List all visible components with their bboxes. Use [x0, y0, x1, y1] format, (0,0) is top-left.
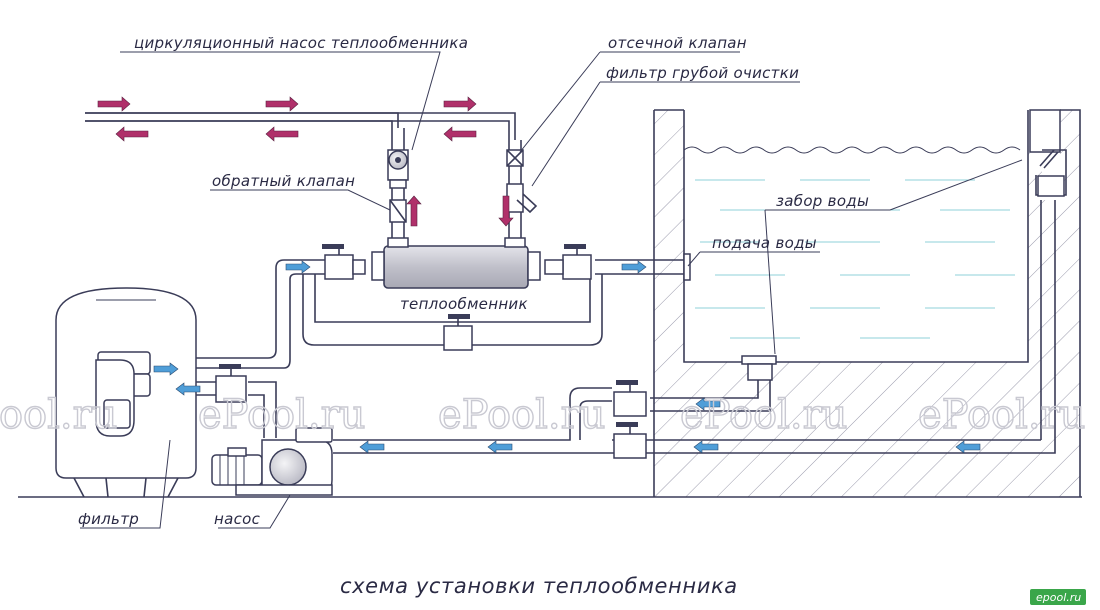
watermark-3: ePool.ru	[438, 392, 606, 438]
pool-wall-hatch	[654, 110, 1080, 497]
label-pump: насос	[214, 510, 261, 528]
diagram-caption: схема установки теплообменника	[340, 574, 738, 598]
arrow-cold-8	[693, 440, 719, 454]
arrow-cold-1	[285, 260, 311, 274]
arrow-down-valve	[498, 195, 514, 227]
valve-left	[322, 244, 366, 280]
check-valve	[389, 199, 407, 223]
pool-outline	[18, 109, 1082, 498]
pool-valve-top	[613, 380, 647, 417]
circulation-pump	[387, 149, 409, 189]
watermark-4: ePool.ru	[680, 392, 848, 438]
label-water-intake: забор воды	[776, 192, 869, 210]
sand-filter	[55, 287, 197, 498]
label-water-supply: подача воды	[712, 234, 817, 252]
cold-flow-arrows	[153, 260, 981, 454]
label-shutoff-valve: отсечной клапан	[608, 34, 747, 52]
bottom-drain	[741, 355, 777, 381]
brand-badge: epool.ru	[1030, 589, 1086, 605]
watermark-5: ePool.ru	[918, 392, 1086, 438]
arrow-return-1	[115, 126, 149, 142]
label-check-valve: обратный клапан	[212, 172, 355, 190]
label-circulation-pump: циркуляционный насос теплообменника	[134, 34, 468, 52]
arrow-up-pump	[406, 195, 422, 227]
arrow-cold-6	[487, 440, 513, 454]
arrow-cold-9	[955, 440, 981, 454]
leader-lines	[80, 51, 1023, 529]
water-surface	[683, 146, 1021, 339]
valve-right	[544, 244, 592, 280]
shutoff-valve	[506, 149, 524, 167]
coarse-filter	[506, 183, 538, 214]
arrow-return-2	[265, 126, 299, 142]
watermark-1: ePool.ru	[0, 392, 118, 438]
piping	[85, 112, 1056, 454]
watermark-2: ePool.ru	[198, 392, 366, 438]
arrow-cold-5	[359, 440, 385, 454]
brand-text: epool.ru	[1036, 591, 1081, 604]
arrow-hot-top-1	[97, 96, 131, 112]
arrow-cold-4	[175, 382, 201, 396]
label-filter: фильтр	[78, 510, 139, 528]
pool-inlet-nozzle	[683, 253, 691, 281]
watermarks: ePool.ru ePool.ru ePool.ru ePool.ru ePoo…	[0, 391, 1086, 438]
filter-valve	[215, 364, 247, 403]
label-heat-exchanger: теплообменник	[400, 295, 528, 313]
arrow-hot-top-2	[265, 96, 299, 112]
arrow-cold-3	[153, 362, 179, 376]
arrow-hot-top-3	[443, 96, 477, 112]
label-coarse-filter: фильтр грубой очистки	[606, 64, 799, 82]
pool-valve-bottom	[613, 422, 647, 459]
bypass-valve	[443, 314, 473, 351]
heat-exchanger	[371, 237, 541, 289]
arrow-return-3	[443, 126, 477, 142]
arrow-cold-7	[695, 397, 721, 411]
main-pump	[211, 427, 333, 496]
arrow-cold-2	[621, 260, 647, 274]
skimmer	[1029, 109, 1067, 197]
hot-flow-arrows	[97, 96, 514, 227]
